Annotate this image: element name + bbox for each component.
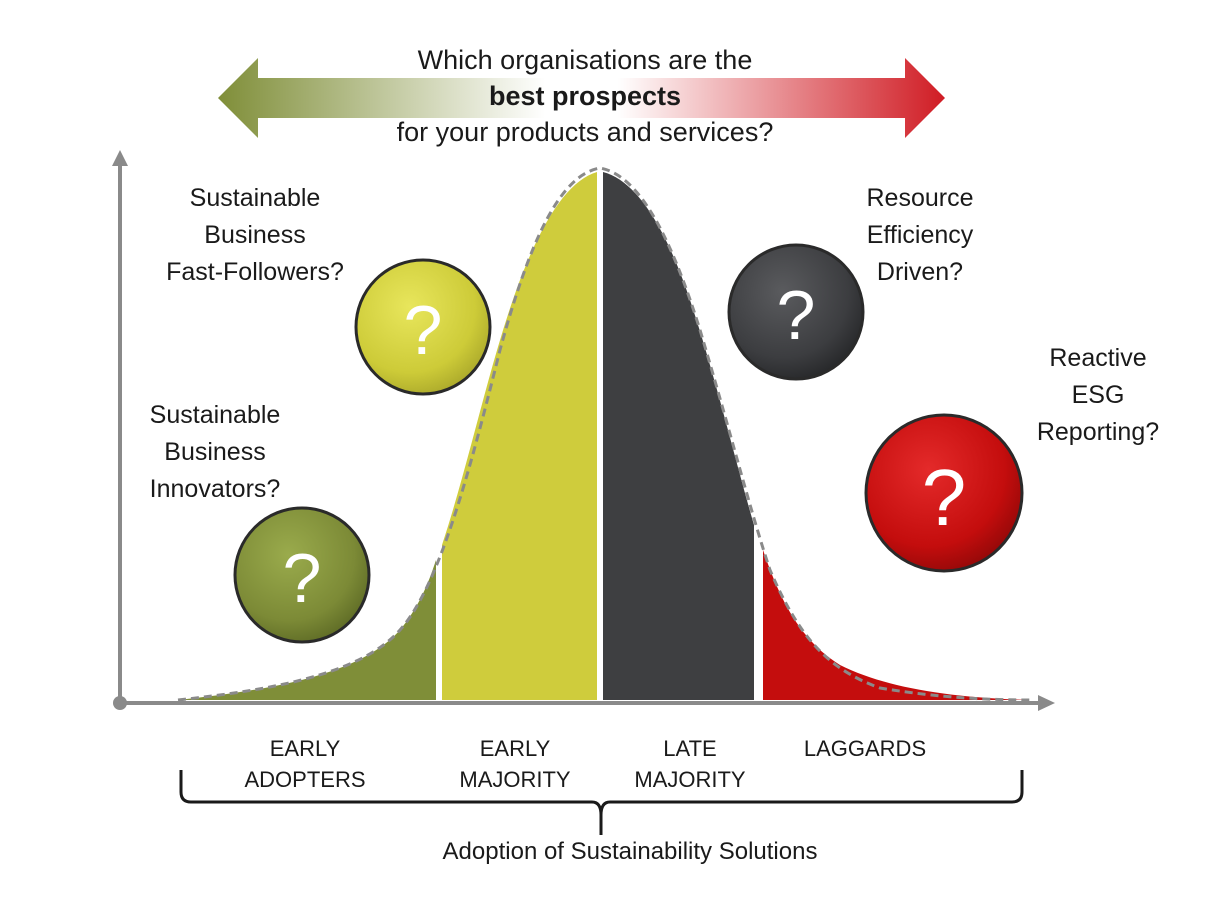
question-circle-innovators: ?	[233, 506, 371, 644]
question-circle-reactive-esg: ?	[864, 413, 1024, 573]
question-label-innovators: Sustainable Business Innovators?	[149, 401, 281, 503]
chart-axes	[112, 150, 1055, 711]
segment-label-laggards: LAGGARDS	[803, 736, 927, 761]
bell-curve-outline	[177, 166, 1033, 702]
segment-label-early-adopters: EARLY ADOPTERS	[244, 736, 366, 792]
question-mark-icon: ?	[922, 453, 967, 542]
headline: Which organisations are the best prospec…	[330, 42, 840, 150]
question-mark-icon: ?	[283, 539, 322, 617]
bell-curve	[177, 166, 1033, 702]
question-circle-resource-efficiency: ?	[727, 243, 865, 381]
question-label-resource-efficiency: Resource Efficiency Driven?	[866, 184, 974, 286]
question-label-reactive-esg: Reactive ESG Reporting?	[1036, 344, 1160, 446]
segment-label-late-majority: LATE MAJORITY	[634, 736, 746, 792]
diagram-footer-title: Adoption of Sustainability Solutions	[442, 838, 818, 865]
segment-late-majority-area	[603, 172, 754, 700]
segment-label-early-majority: EARLY MAJORITY	[459, 736, 571, 792]
headline-line3: for your products and services?	[396, 117, 774, 147]
segment-early-adopters-area	[178, 560, 436, 700]
segment-early-majority-area	[442, 172, 597, 700]
question-circle-fast-followers: ?	[354, 258, 492, 396]
question-mark-icon: ?	[777, 276, 816, 354]
segment-laggards-area	[763, 550, 1030, 700]
segments-brace	[179, 770, 1024, 835]
headline-line2: best prospects	[488, 81, 682, 111]
question-mark-icon: ?	[404, 291, 443, 369]
question-label-fast-followers: Sustainable Business Fast-Followers?	[166, 184, 344, 286]
prospects-double-arrow	[218, 58, 945, 138]
headline-line1: Which organisations are the	[417, 45, 753, 75]
